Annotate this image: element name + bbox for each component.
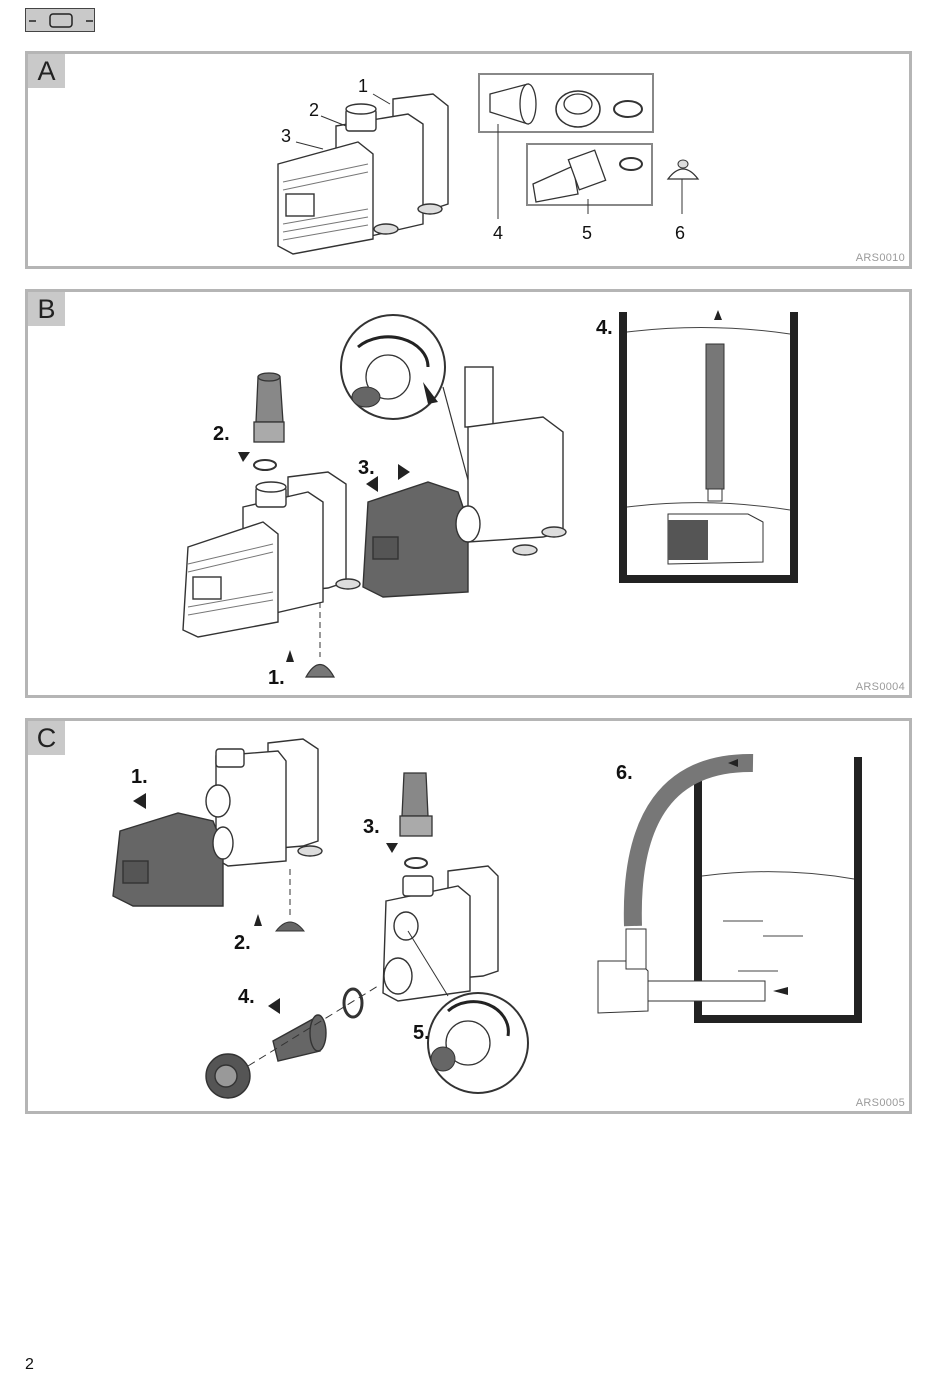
figure-code: ARS0005 (855, 1097, 905, 1109)
panel-a: A 1 2 3 (25, 51, 912, 269)
callout-label: 4 (493, 223, 503, 243)
callout-label: 2 (309, 100, 319, 120)
accessory-kit-4 (478, 73, 654, 133)
panel-c-illustration: 1. 2. 3. 4. (112, 738, 862, 1099)
pump-with-cover (362, 366, 567, 598)
detail-magnifier (407, 930, 529, 1094)
suction-cup (304, 663, 336, 678)
hose-nozzle (399, 772, 433, 837)
step-label: 3. (358, 457, 375, 479)
pump-illustration (382, 865, 499, 1002)
pump-symbol-icon (25, 8, 95, 32)
water-tank-drawing (619, 310, 798, 583)
o-ring (253, 459, 277, 471)
slide-arrow-icon (366, 464, 410, 492)
water-tank-drawing (597, 753, 862, 1023)
dark-cover (112, 812, 234, 907)
step-label: 5. (413, 1022, 430, 1044)
accessory-kit-5 (526, 143, 653, 206)
step-label: 4. (238, 986, 255, 1008)
step-label: 4. (596, 317, 613, 339)
step-label: 1. (131, 766, 148, 788)
suction-cup (666, 159, 700, 180)
step-label: 2. (213, 423, 230, 445)
panel-letter: C (28, 721, 65, 755)
figure-code: ARS0010 (855, 252, 905, 264)
suction-cup (274, 921, 306, 932)
step-label: 1. (268, 667, 285, 689)
detail-magnifier (340, 314, 469, 481)
panel-b-illustration: 2. 1. 3. (182, 310, 798, 689)
callout-label: 1 (358, 76, 368, 96)
arrow-left-icon (133, 793, 146, 809)
arrow-up-icon (254, 914, 262, 926)
side-fittings (205, 985, 379, 1099)
figure-code: ARS0004 (855, 681, 905, 693)
step-label: 6. (616, 762, 633, 784)
callout-label: 3 (281, 126, 291, 146)
callout-label: 5 (582, 223, 592, 243)
arrow-up-icon (286, 650, 294, 662)
step-label: 3. (363, 816, 380, 838)
step-label: 2. (234, 932, 251, 954)
callout-label: 6 (675, 223, 685, 243)
arrow-right-icon (268, 998, 280, 1014)
arrow-down-icon (238, 452, 250, 462)
panel-letter: B (28, 292, 65, 326)
pump-illustration (205, 738, 323, 867)
panel-letter: A (28, 54, 65, 88)
panel-b: B 2. 1. (25, 289, 912, 698)
hose-nozzle (253, 372, 285, 443)
o-ring (404, 857, 428, 869)
panel-c: C 1. 2. (25, 718, 912, 1114)
page-number: 2 (25, 1356, 34, 1373)
arrow-down-icon (386, 843, 398, 853)
pump-illustration (182, 471, 361, 638)
pump-illustration (277, 93, 449, 255)
panel-a-illustration: 1 2 3 4 5 6 (277, 73, 700, 255)
